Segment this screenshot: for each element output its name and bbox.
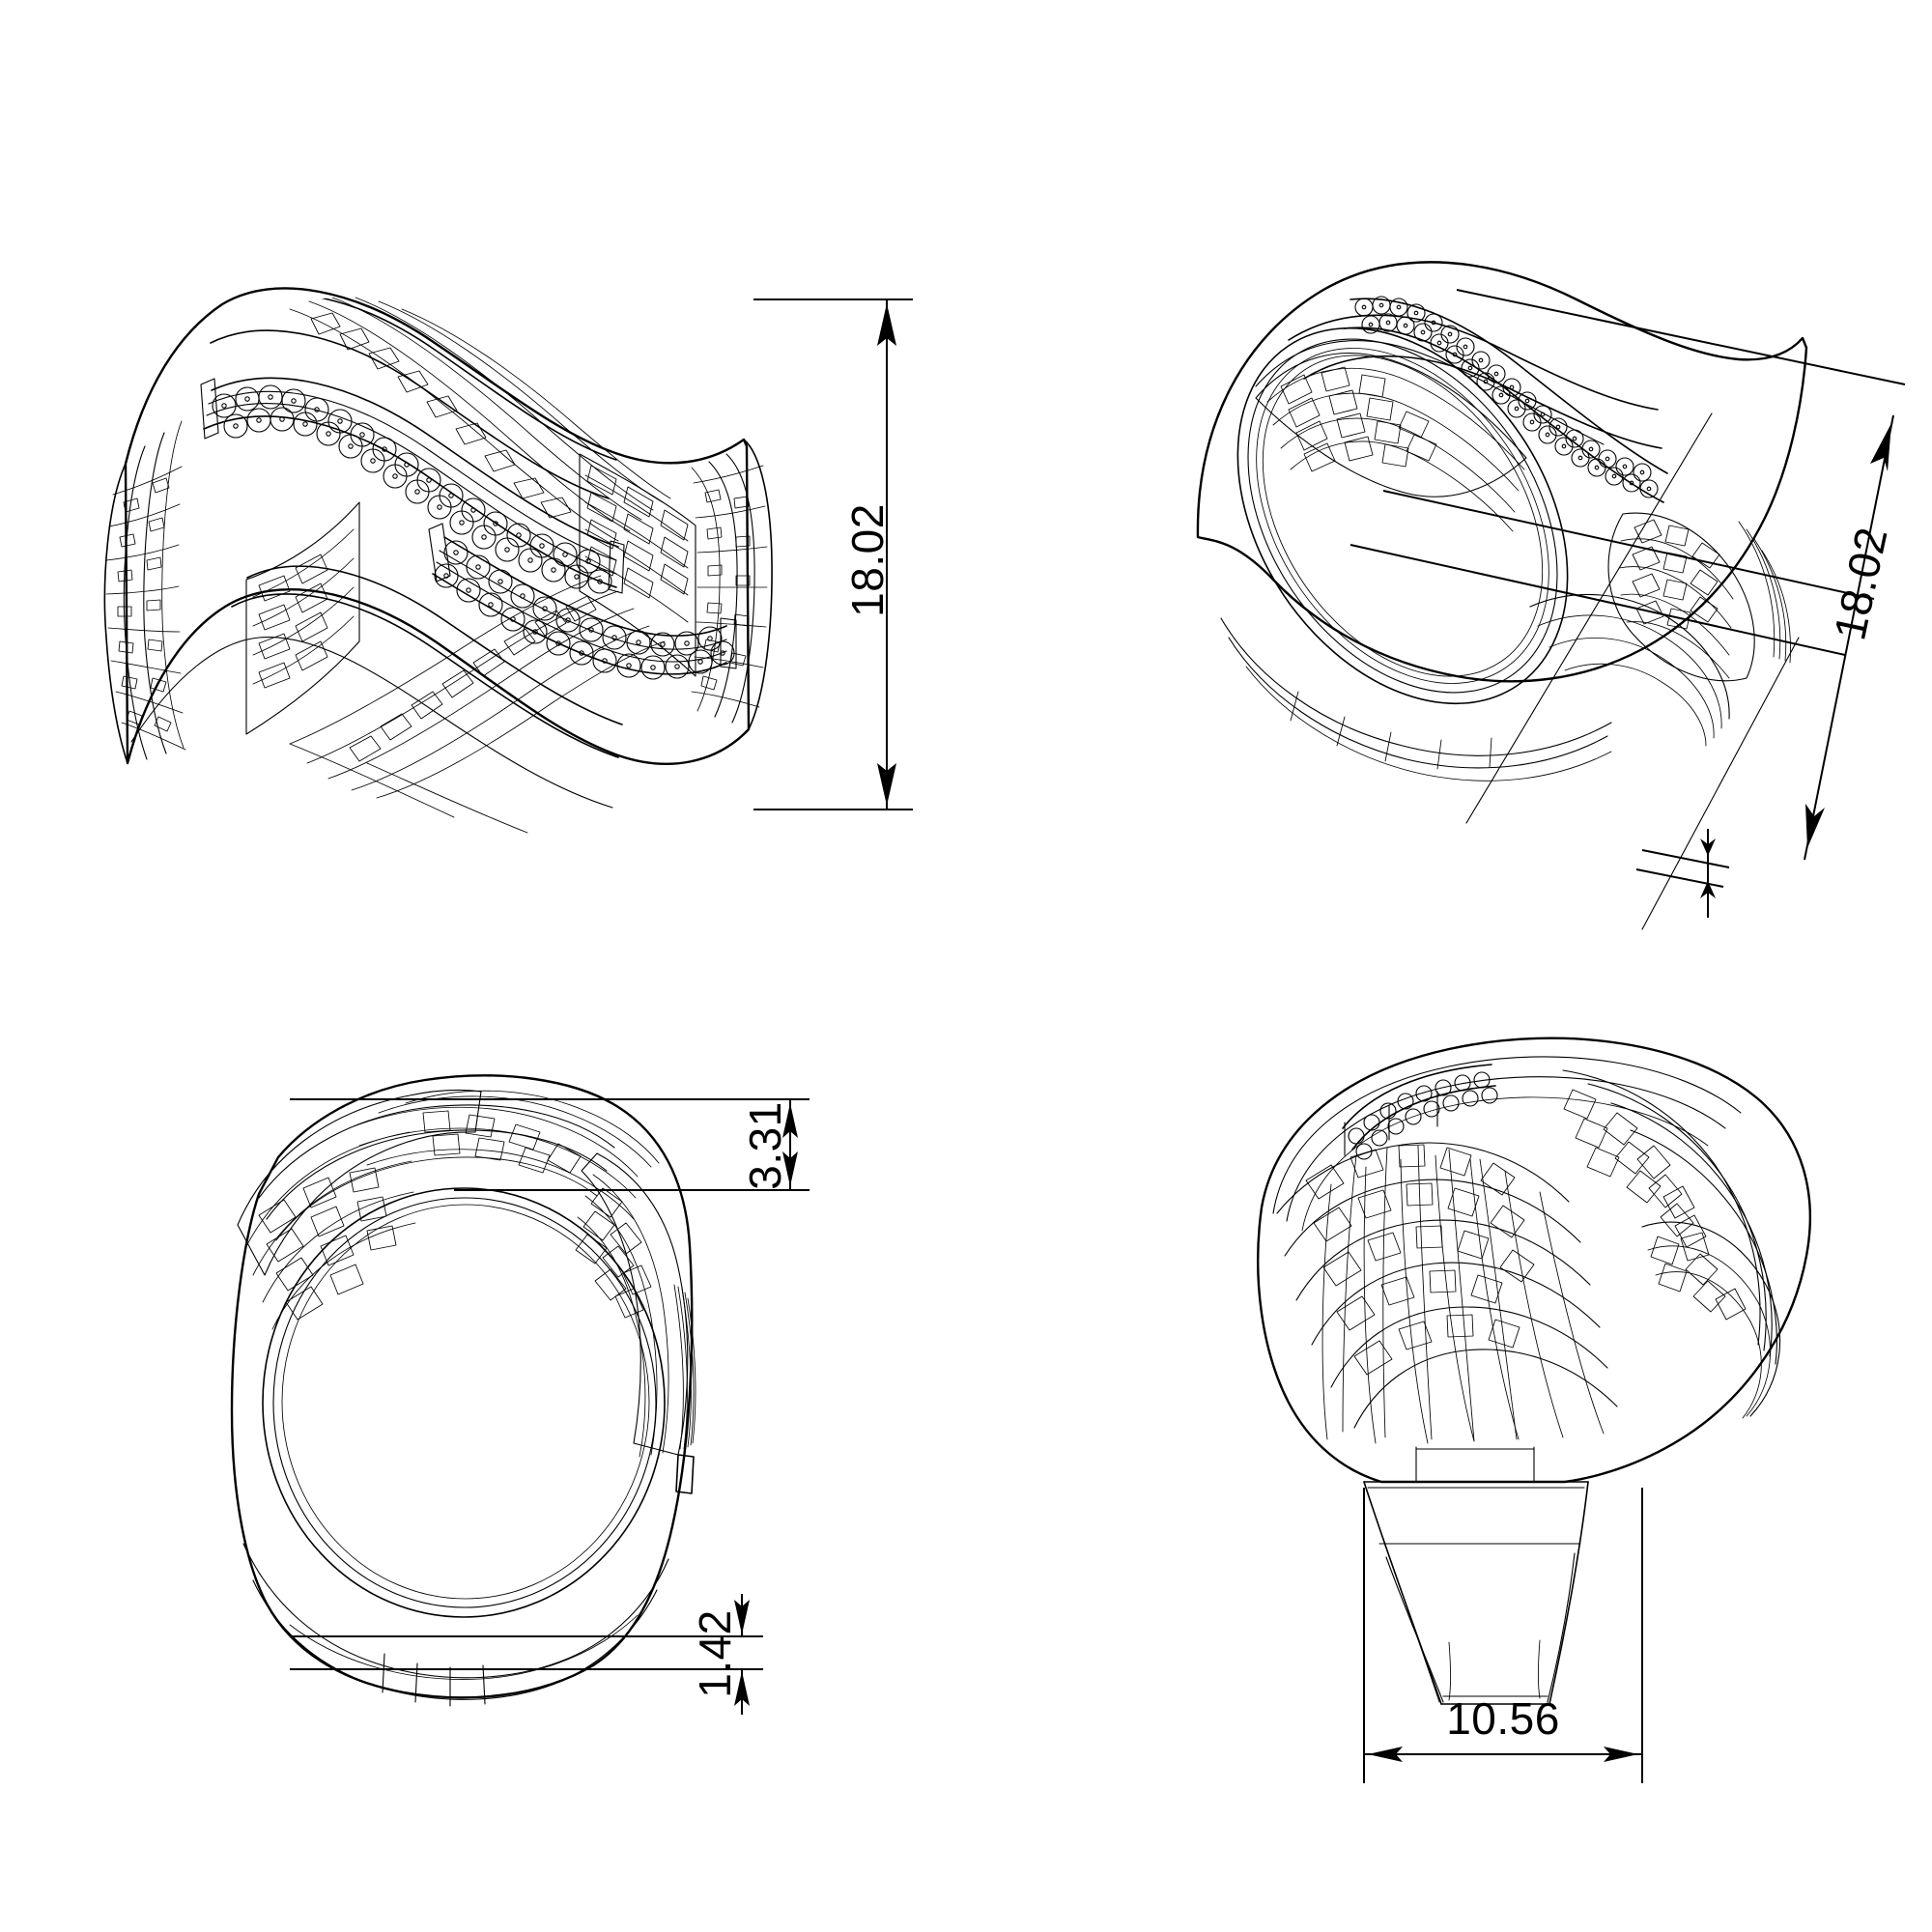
perspective-inner-band-wall [1220,617,1612,781]
dimension-label-18-02-front: 18.02 [842,503,893,617]
perspective-pave-channel [1344,296,1668,503]
front-view-outer-silhouette [230,1074,694,1699]
pave-diamond-channel-lower [428,523,737,680]
view-top-right: 18.02 [1196,261,1906,930]
view-top-left [103,287,773,834]
perspective-small-thickness-callout [1635,829,1730,918]
dimension-label-1-42: 1.42 [690,1609,740,1698]
view-bottom-left [230,1074,696,1707]
wave-band-bottom-rim [130,636,613,834]
wave-band-left-endcap [103,420,186,764]
pave-diamond-channel-upper [200,377,625,594]
dimension-height-front: 18.02 [753,298,913,810]
top-view-pave-channel [1342,1064,1498,1160]
perspective-openwork-right [1607,512,1791,682]
top-view-crown-outline [1257,1037,1812,1484]
perspective-finger-hole [1236,327,1569,705]
top-view-crown-contours [1272,1056,1742,1232]
dimension-band-thickness: 1.42 [290,1594,763,1715]
top-view-central-fan [1321,1154,1605,1444]
dimension-shoulder-height: 3.31 [290,1098,810,1191]
top-view-crown-base [1363,1481,1589,1489]
perspective-openwork-left [1255,353,1527,532]
front-view-openwork-left [237,1089,482,1330]
dimension-label-18-02-perspective: 18.02 [1824,523,1896,644]
dimension-label-3-31: 3.31 [740,1101,790,1190]
front-view-finger-hole [262,1187,666,1618]
perspective-crown-underside [1529,594,1730,747]
perspective-outer-silhouette [1196,261,1808,683]
perspective-wave-ridge [1255,314,1662,449]
front-view-openwork-right [575,1152,696,1494]
top-view-tapered-shank [1363,1481,1589,1705]
wave-band-lower-openwork [231,501,666,799]
wave-band-right-endcap [691,439,773,730]
top-view-base-detail [1415,1446,1535,1483]
front-view-lower-shank [242,1543,669,1707]
dimension-label-10-56: 10.56 [1446,1693,1560,1744]
perspective-dimension-leaders: 18.02 [1350,289,1906,930]
view-bottom-right [1257,1037,1812,1705]
dimension-shank-width: 10.56 [1363,1488,1643,1783]
top-view-openwork-right [1562,1069,1781,1419]
wave-band-upper-openwork [210,293,696,677]
